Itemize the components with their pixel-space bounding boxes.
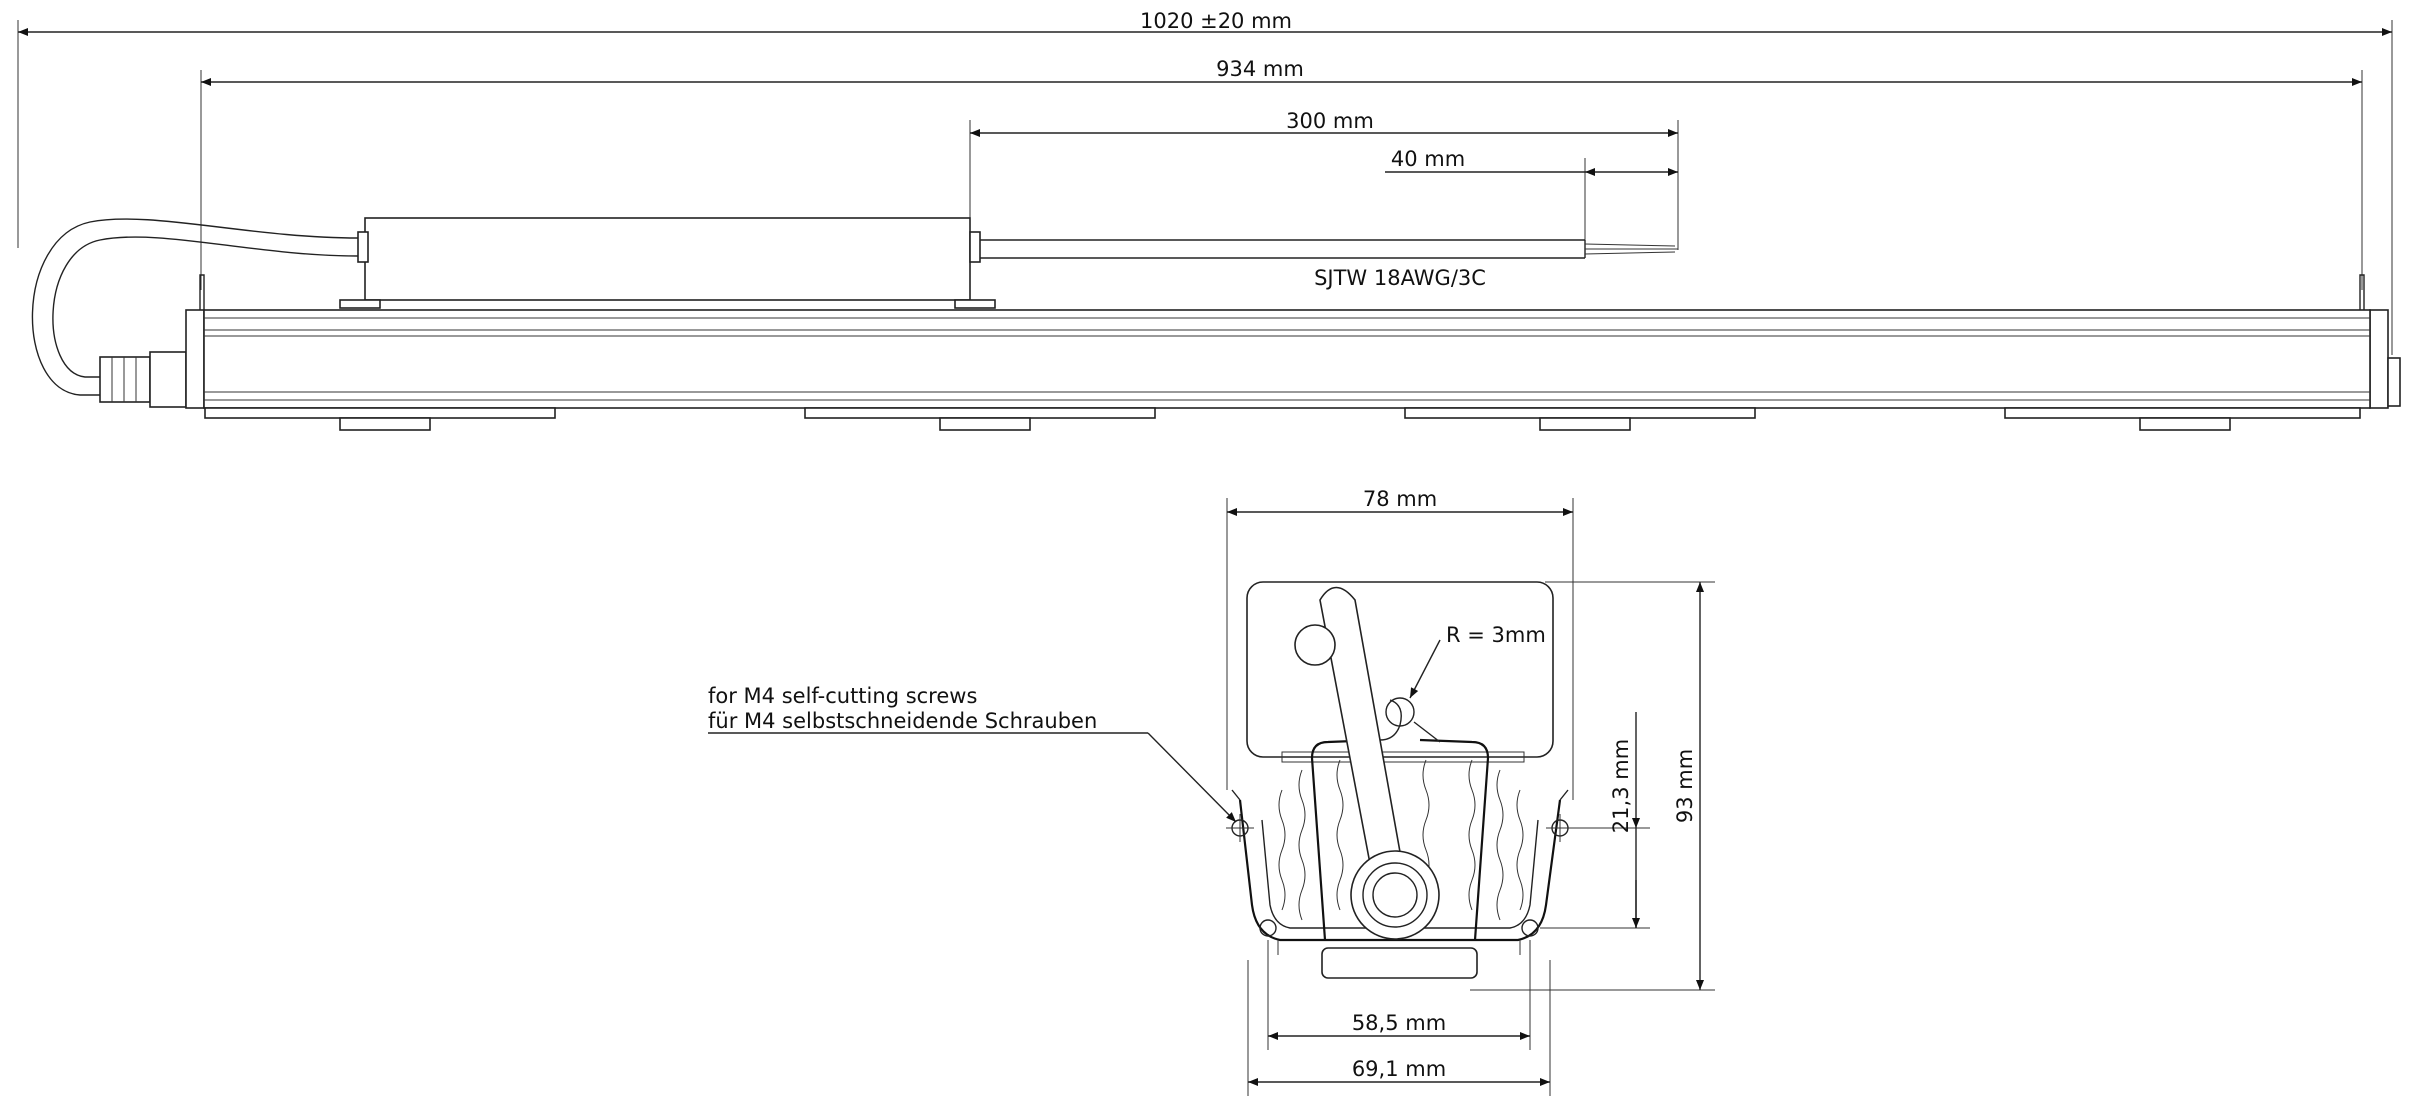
driver-plate xyxy=(1246,581,1554,763)
mounting-bracket xyxy=(1310,697,1490,941)
dim-strip-length: 40 mm xyxy=(1385,147,1678,176)
dim-label-mount: 934 mm xyxy=(1216,57,1304,81)
dim-slot-height: 21,3 mm xyxy=(1609,712,1640,928)
end-cap-left xyxy=(185,309,205,409)
dim-width-bottom: 69,1 mm xyxy=(1248,1057,1550,1086)
leader-bend-radius: R = 3mm xyxy=(1409,623,1546,699)
dim-width-inner: 58,5 mm xyxy=(1268,1011,1530,1040)
dim-height: 93 mm xyxy=(1673,582,1704,990)
dim-label-slot: 21,3 mm xyxy=(1609,739,1633,833)
dim-label-strip: 40 mm xyxy=(1391,147,1465,171)
clip-left xyxy=(199,274,205,310)
dim-label-overall: 1020 ±20 mm xyxy=(1140,9,1292,33)
screw-note-en: for M4 self-cutting screws xyxy=(708,684,977,708)
clip-right xyxy=(2359,274,2365,310)
heatsink-housing xyxy=(1231,759,1569,979)
dim-label-width-top: 78 mm xyxy=(1363,487,1437,511)
luminaire-profile xyxy=(203,309,2371,409)
led-modules xyxy=(204,407,2361,431)
end-cap-right xyxy=(2369,309,2389,409)
cable-gland-left xyxy=(99,351,187,408)
driver-box xyxy=(339,217,996,309)
dim-width-top: 78 mm xyxy=(1227,487,1573,516)
screw-holes xyxy=(1226,814,1574,937)
screw-note-de: für M4 selbstschneidende Schrauben xyxy=(708,709,1097,733)
bend-radius-label: R = 3mm xyxy=(1446,623,1546,647)
leader-screw-note: for M4 self-cutting screws für M4 selbst… xyxy=(708,684,1237,823)
cross-section-view: 78 mm 93 mm 21,3 mm 58,5 mm 69,1 mm xyxy=(708,487,1715,1096)
input-cable-loop xyxy=(31,218,359,396)
dim-label-cable: 300 mm xyxy=(1286,109,1374,133)
dim-cable-length: 300 mm xyxy=(970,109,1678,137)
dim-label-width-inner: 58,5 mm xyxy=(1352,1011,1446,1035)
dim-mount-length: 934 mm xyxy=(201,57,2362,86)
gland-right xyxy=(2387,357,2401,407)
dim-label-width-bottom: 69,1 mm xyxy=(1352,1057,1446,1081)
cable-type-label: SJTW 18AWG/3C xyxy=(1314,266,1486,290)
output-cable xyxy=(980,239,1678,259)
dim-overall-length: 1020 ±20 mm xyxy=(18,9,2392,36)
cable-gland-section xyxy=(1294,586,1440,940)
side-view: 1020 ±20 mm 934 mm 300 mm 40 mm xyxy=(17,9,2401,431)
dim-label-height: 93 mm xyxy=(1673,749,1697,823)
